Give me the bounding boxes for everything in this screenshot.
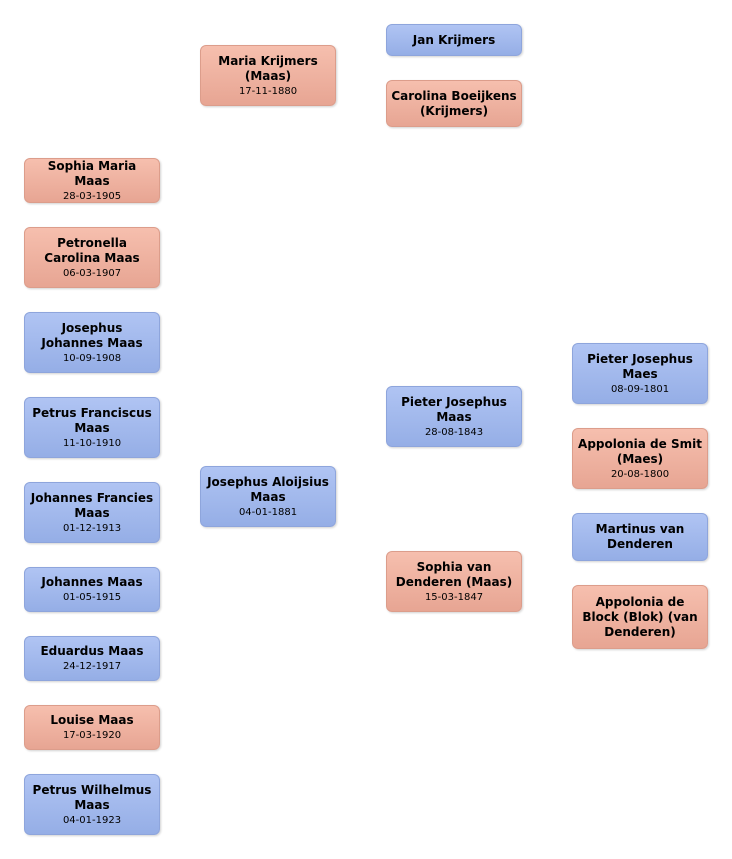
person-card-jan-krijmers[interactable]: Jan Krijmers bbox=[386, 24, 522, 56]
person-name: Jan Krijmers bbox=[412, 32, 496, 47]
person-card-pieter-josephus-maes[interactable]: Pieter Josephus Maes 08-09-1801 bbox=[572, 343, 708, 404]
person-birth-date: 08-09-1801 bbox=[610, 383, 670, 395]
person-card-josephus-aloijsius-maas[interactable]: Josephus Aloijsius Maas 04-01-1881 bbox=[200, 466, 336, 527]
person-birth-date: 10-09-1908 bbox=[62, 352, 122, 364]
person-birth-date: 04-01-1881 bbox=[238, 506, 298, 518]
person-name: Josephus Johannes Maas bbox=[41, 320, 143, 350]
person-birth-date: 06-03-1907 bbox=[62, 267, 122, 279]
person-name: Sophia Maria Maas bbox=[47, 158, 137, 188]
person-birth-date: 17-11-1880 bbox=[238, 85, 298, 97]
person-card-sophia-maria-maas[interactable]: Sophia Maria Maas 28-03-1905 bbox=[24, 158, 160, 203]
person-birth-date: 20-08-1800 bbox=[610, 468, 670, 480]
person-name: Eduardus Maas bbox=[40, 644, 144, 658]
person-card-petrus-franciscus-maas[interactable]: Petrus Franciscus Maas 11-10-1910 bbox=[24, 397, 160, 458]
person-name: Appolonia de Smit (Maes) bbox=[578, 436, 702, 466]
person-card-josephus-johannes-maas[interactable]: Josephus Johannes Maas 10-09-1908 bbox=[24, 312, 160, 373]
person-name: Pieter Josephus Maes bbox=[587, 351, 693, 381]
person-name: Pieter Josephus Maas bbox=[401, 394, 507, 424]
person-name: Louise Maas bbox=[50, 713, 134, 727]
person-card-martinus-van-denderen[interactable]: Martinus van Denderen bbox=[572, 513, 708, 561]
person-card-johannes-francies-maas[interactable]: Johannes Francies Maas 01-12-1913 bbox=[24, 482, 160, 543]
person-birth-date: 28-08-1843 bbox=[424, 426, 484, 438]
person-name: Maria Krijmers (Maas) bbox=[218, 53, 318, 83]
person-birth-date: 01-05-1915 bbox=[62, 592, 122, 603]
person-card-petronella-carolina-maas[interactable]: Petronella Carolina Maas 06-03-1907 bbox=[24, 227, 160, 288]
person-card-johannes-maas[interactable]: Johannes Maas 01-05-1915 bbox=[24, 567, 160, 612]
person-birth-date: 01-12-1913 bbox=[62, 522, 122, 534]
person-name: Appolonia de Block (Blok) (van Denderen) bbox=[582, 594, 698, 639]
person-card-petrus-wilhelmus-maas[interactable]: Petrus Wilhelmus Maas 04-01-1923 bbox=[24, 774, 160, 835]
person-birth-date: 17-03-1920 bbox=[62, 730, 122, 741]
person-card-pieter-josephus-maas[interactable]: Pieter Josephus Maas 28-08-1843 bbox=[386, 386, 522, 447]
person-name: Martinus van Denderen bbox=[595, 522, 685, 551]
person-birth-date: 24-12-1917 bbox=[62, 661, 122, 672]
person-birth-date: 28-03-1905 bbox=[62, 190, 122, 202]
person-name: Petronella Carolina Maas bbox=[44, 235, 140, 265]
person-card-appolonia-de-smit[interactable]: Appolonia de Smit (Maes) 20-08-1800 bbox=[572, 428, 708, 489]
person-card-maria-krijmers[interactable]: Maria Krijmers (Maas) 17-11-1880 bbox=[200, 45, 336, 106]
person-birth-date: 15-03-1847 bbox=[424, 591, 484, 603]
person-name: Sophia van Denderen (Maas) bbox=[395, 559, 513, 589]
person-birth-date: 04-01-1923 bbox=[62, 814, 122, 826]
person-name: Johannes Maas bbox=[41, 575, 143, 589]
person-card-appolonia-de-block[interactable]: Appolonia de Block (Blok) (van Denderen) bbox=[572, 585, 708, 649]
person-name: Carolina Boeijkens (Krijmers) bbox=[391, 88, 517, 118]
person-name: Petrus Wilhelmus Maas bbox=[32, 782, 152, 812]
person-card-louise-maas[interactable]: Louise Maas 17-03-1920 bbox=[24, 705, 160, 750]
person-name: Petrus Franciscus Maas bbox=[32, 405, 152, 435]
person-card-eduardus-maas[interactable]: Eduardus Maas 24-12-1917 bbox=[24, 636, 160, 681]
person-card-carolina-boeijkens[interactable]: Carolina Boeijkens (Krijmers) bbox=[386, 80, 522, 127]
person-card-sophia-van-denderen[interactable]: Sophia van Denderen (Maas) 15-03-1847 bbox=[386, 551, 522, 612]
person-birth-date: 11-10-1910 bbox=[62, 437, 122, 449]
person-name: Josephus Aloijsius Maas bbox=[207, 474, 329, 504]
person-name: Johannes Francies Maas bbox=[30, 490, 154, 520]
